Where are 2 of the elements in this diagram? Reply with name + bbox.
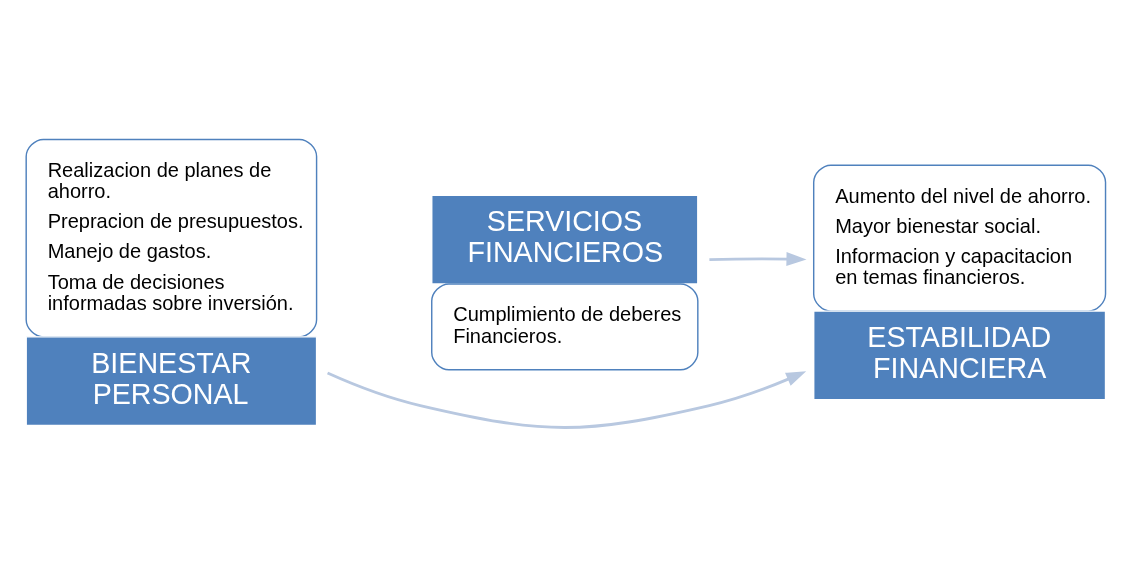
arrow (709, 252, 807, 267)
arrow (327, 371, 807, 429)
